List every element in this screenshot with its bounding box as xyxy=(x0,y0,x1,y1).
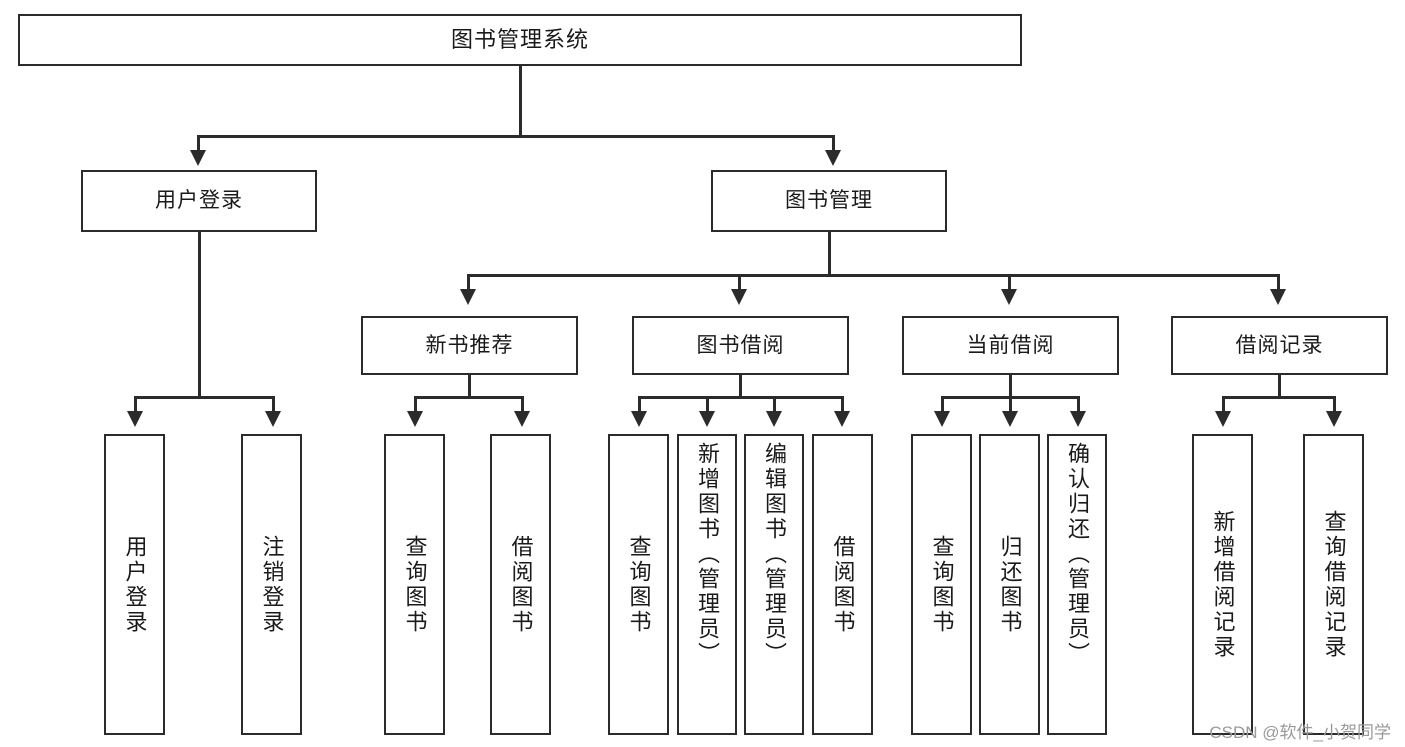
arrow-borrow-record-to-query xyxy=(1326,411,1342,427)
node-current-borrow[interactable]: 当前借阅 xyxy=(902,316,1119,375)
node-label: 新增图书（管理员） xyxy=(695,442,720,667)
connector-user-login-drop-1 xyxy=(134,396,137,414)
arrow-current-borrow-to-return xyxy=(1002,411,1018,427)
node-label: 确认归还（管理员） xyxy=(1065,442,1090,667)
connector-borrow-record-drop-1 xyxy=(1222,396,1225,414)
arrow-new-book-to-borrow xyxy=(514,411,530,427)
node-label: 新书推荐 xyxy=(425,333,514,357)
leaf-add-book-admin[interactable]: 新增图书（管理员） xyxy=(677,434,737,735)
watermark-text: CSDN @软件_小贺同学 xyxy=(1209,723,1391,742)
node-label: 当前借阅 xyxy=(966,333,1055,357)
node-root-system[interactable]: 图书管理系统 xyxy=(18,14,1022,66)
node-label: 借阅图书 xyxy=(508,534,534,635)
connector-borrow-record-stem xyxy=(1278,375,1281,397)
connector-current-borrow-drop-1 xyxy=(941,396,944,414)
node-label: 查询图书 xyxy=(626,534,652,635)
connector-book-manage-stem xyxy=(828,232,831,275)
arrow-book-borrow-to-add xyxy=(699,411,715,427)
connector-book-manage-drop-3 xyxy=(1008,274,1011,292)
node-book-manage[interactable]: 图书管理 xyxy=(711,170,947,232)
connector-user-login-bus xyxy=(134,396,274,399)
leaf-user-login[interactable]: 用户登录 xyxy=(104,434,165,735)
node-label: 借阅记录 xyxy=(1235,333,1324,357)
connector-book-borrow-bus xyxy=(638,396,843,399)
leaf-query-book-borrow[interactable]: 查询图书 xyxy=(608,434,669,735)
connector-root-drop-1 xyxy=(197,135,200,153)
leaf-query-borrow-record[interactable]: 查询借阅记录 xyxy=(1303,434,1364,735)
node-label: 编辑图书（管理员） xyxy=(762,442,787,667)
leaf-query-book-recommend[interactable]: 查询图书 xyxy=(384,434,445,735)
arrow-book-manage-to-record xyxy=(1270,289,1286,305)
node-book-borrow[interactable]: 图书借阅 xyxy=(632,316,849,375)
arrow-current-borrow-to-query xyxy=(934,411,950,427)
arrow-user-login-to-login xyxy=(127,411,143,427)
node-new-book-recommend[interactable]: 新书推荐 xyxy=(361,316,578,375)
connector-new-book-drop-1 xyxy=(414,396,417,414)
arrow-book-manage-to-new-book xyxy=(460,289,476,305)
connector-book-borrow-stem xyxy=(739,375,742,397)
connector-borrow-record-bus xyxy=(1222,396,1335,399)
connector-root-bus xyxy=(197,135,834,138)
node-label: 借阅图书 xyxy=(830,534,856,635)
node-label: 新增借阅记录 xyxy=(1210,509,1236,660)
connector-book-borrow-drop-2 xyxy=(706,396,709,414)
connector-current-borrow-drop-3 xyxy=(1077,396,1080,414)
connector-new-book-stem xyxy=(468,375,471,397)
leaf-lend-book[interactable]: 借阅图书 xyxy=(812,434,873,735)
node-label: 图书管理 xyxy=(785,189,873,213)
node-label: 查询图书 xyxy=(402,534,428,635)
arrow-root-to-book-manage xyxy=(825,150,841,166)
connector-user-login-stem xyxy=(198,232,201,397)
leaf-confirm-return-admin[interactable]: 确认归还（管理员） xyxy=(1047,434,1107,735)
node-label: 图书管理系统 xyxy=(450,26,589,52)
arrow-book-borrow-to-query xyxy=(631,411,647,427)
connector-book-borrow-drop-4 xyxy=(841,396,844,414)
leaf-add-borrow-record[interactable]: 新增借阅记录 xyxy=(1192,434,1253,735)
node-label: 查询借阅记录 xyxy=(1321,509,1347,660)
connector-borrow-record-drop-2 xyxy=(1333,396,1336,414)
arrow-book-borrow-to-lend xyxy=(834,411,850,427)
arrow-book-borrow-to-edit xyxy=(766,411,782,427)
connector-book-manage-drop-1 xyxy=(467,274,470,292)
node-borrow-record[interactable]: 借阅记录 xyxy=(1171,316,1388,375)
connector-root-drop-2 xyxy=(832,135,835,153)
leaf-borrow-book-recommend[interactable]: 借阅图书 xyxy=(490,434,551,735)
leaf-user-logout[interactable]: 注销登录 xyxy=(241,434,302,735)
node-label: 查询图书 xyxy=(929,534,955,635)
arrow-book-manage-to-borrow xyxy=(731,289,747,305)
connector-book-manage-bus xyxy=(467,274,1279,277)
connector-new-book-bus xyxy=(414,396,524,399)
arrow-borrow-record-to-add xyxy=(1215,411,1231,427)
node-label: 注销登录 xyxy=(259,534,285,635)
connector-root-stem xyxy=(519,66,522,136)
connector-new-book-drop-2 xyxy=(521,396,524,414)
node-label: 图书借阅 xyxy=(696,333,785,357)
connector-current-borrow-drop-2 xyxy=(1009,396,1012,414)
node-user-login[interactable]: 用户登录 xyxy=(81,170,317,232)
connector-book-borrow-drop-1 xyxy=(638,396,641,414)
node-label: 归还图书 xyxy=(997,534,1023,635)
node-label: 用户登录 xyxy=(155,189,243,213)
arrow-user-login-to-logout xyxy=(265,411,281,427)
connector-current-borrow-stem xyxy=(1009,375,1012,397)
connector-book-manage-drop-2 xyxy=(738,274,741,292)
arrow-book-manage-to-current xyxy=(1001,289,1017,305)
node-label: 用户登录 xyxy=(122,534,148,635)
leaf-edit-book-admin[interactable]: 编辑图书（管理员） xyxy=(744,434,804,735)
connector-user-login-drop-2 xyxy=(272,396,275,414)
arrow-root-to-user-login xyxy=(190,150,206,166)
leaf-return-book[interactable]: 归还图书 xyxy=(979,434,1040,735)
arrow-current-borrow-to-confirm xyxy=(1070,411,1086,427)
leaf-query-book-current[interactable]: 查询图书 xyxy=(911,434,972,735)
connector-book-manage-drop-4 xyxy=(1277,274,1280,292)
connector-book-borrow-drop-3 xyxy=(773,396,776,414)
arrow-new-book-to-query xyxy=(407,411,423,427)
